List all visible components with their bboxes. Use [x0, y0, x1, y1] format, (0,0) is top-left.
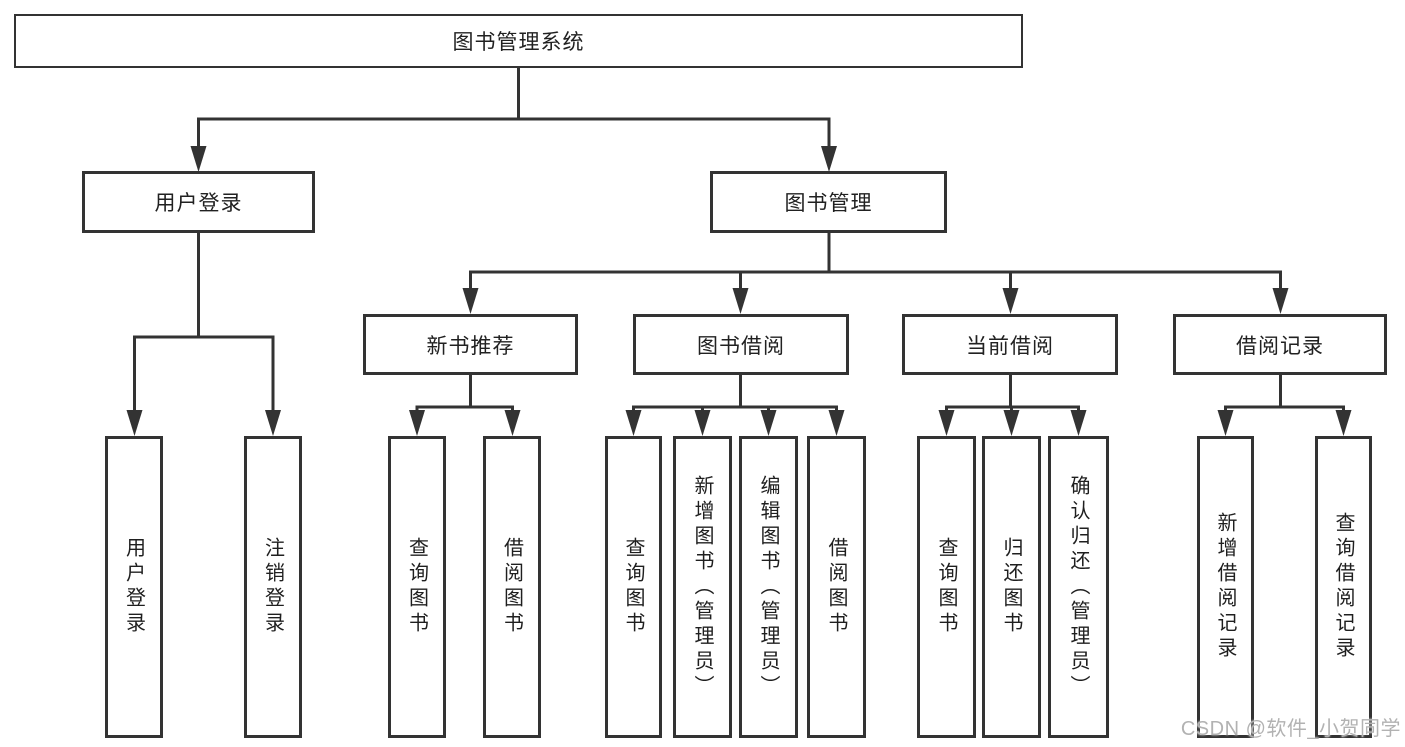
- arrowhead-icon: [1002, 288, 1019, 314]
- leaf-query-borrow-record: 查询借阅记录: [1315, 436, 1372, 738]
- leaf-label: 借阅图书: [825, 537, 847, 637]
- leaf-label: 查询图书: [405, 537, 428, 637]
- arrowhead-icon: [694, 410, 711, 436]
- node-label: 图书管理: [784, 192, 873, 215]
- arrowhead-icon: [190, 146, 207, 172]
- arrowhead-icon: [265, 410, 281, 436]
- leaf-label: 用户登录: [122, 537, 145, 637]
- arrowhead-icon: [1217, 410, 1234, 436]
- leaf-label: 借阅图书: [500, 537, 523, 637]
- node-label: 用户登录: [154, 192, 243, 215]
- node-label: 新书推荐: [426, 334, 515, 358]
- node-label: 图书管理系统: [452, 31, 585, 54]
- leaf-confirm-return-admin: 确认归还（管理员）: [1048, 436, 1109, 738]
- leaf-borrow-books-borrow: 借阅图书: [807, 436, 866, 738]
- leaf-logout-login: 注销登录: [244, 436, 302, 738]
- arrowhead-icon: [462, 288, 479, 314]
- arrowhead-icon: [1070, 410, 1087, 436]
- leaf-label: 归还图书: [1000, 537, 1022, 637]
- leaf-label: 新增图书（管理员）: [691, 474, 713, 700]
- watermark: CSDN @软件_小贺同学: [1180, 718, 1401, 740]
- leaf-user-login: 用户登录: [105, 436, 163, 738]
- leaf-label: 编辑图书（管理员）: [757, 474, 779, 700]
- arrowhead-icon: [938, 410, 955, 436]
- arrowhead-icon: [1272, 288, 1289, 314]
- arrowhead-icon: [1003, 410, 1020, 436]
- node-user-login: 用户登录: [82, 171, 315, 233]
- leaf-add-books-admin: 新增图书（管理员）: [673, 436, 732, 738]
- leaf-label: 注销登录: [261, 537, 284, 637]
- node-new-book-recommend: 新书推荐: [363, 314, 578, 375]
- node-label: 当前借阅: [966, 334, 1054, 358]
- arrowhead-icon: [828, 410, 845, 436]
- arrowhead-icon: [1335, 410, 1352, 436]
- node-library-system: 图书管理系统: [14, 14, 1023, 68]
- arrowhead-icon: [821, 146, 837, 172]
- leaf-add-borrow-record: 新增借阅记录: [1197, 436, 1254, 738]
- node-book-borrow: 图书借阅: [633, 314, 849, 375]
- node-label: 图书借阅: [697, 334, 785, 358]
- leaf-query-books-newbooks: 查询图书: [388, 436, 446, 738]
- leaf-label: 查询图书: [622, 537, 644, 637]
- leaf-query-books-borrow: 查询图书: [605, 436, 662, 738]
- leaf-label: 新增借阅记录: [1214, 512, 1236, 662]
- leaf-query-books-current: 查询图书: [917, 436, 976, 738]
- arrowhead-icon: [126, 410, 143, 436]
- leaf-borrow-books-newbooks: 借阅图书: [483, 436, 541, 738]
- arrowhead-icon: [732, 288, 749, 314]
- node-borrow-records: 借阅记录: [1173, 314, 1387, 375]
- arrowhead-icon: [625, 410, 642, 436]
- arrowhead-icon: [504, 410, 521, 436]
- leaf-return-books: 归还图书: [982, 436, 1041, 738]
- leaf-label: 查询图书: [935, 537, 957, 637]
- leaf-label: 确认归还（管理员）: [1067, 474, 1089, 700]
- leaf-label: 查询借阅记录: [1332, 512, 1354, 662]
- arrowhead-icon: [760, 410, 777, 436]
- node-current-borrow: 当前借阅: [902, 314, 1118, 375]
- leaf-edit-books-admin: 编辑图书（管理员）: [739, 436, 798, 738]
- node-label: 借阅记录: [1236, 334, 1324, 358]
- arrowhead-icon: [409, 410, 425, 436]
- node-book-management: 图书管理: [710, 171, 947, 233]
